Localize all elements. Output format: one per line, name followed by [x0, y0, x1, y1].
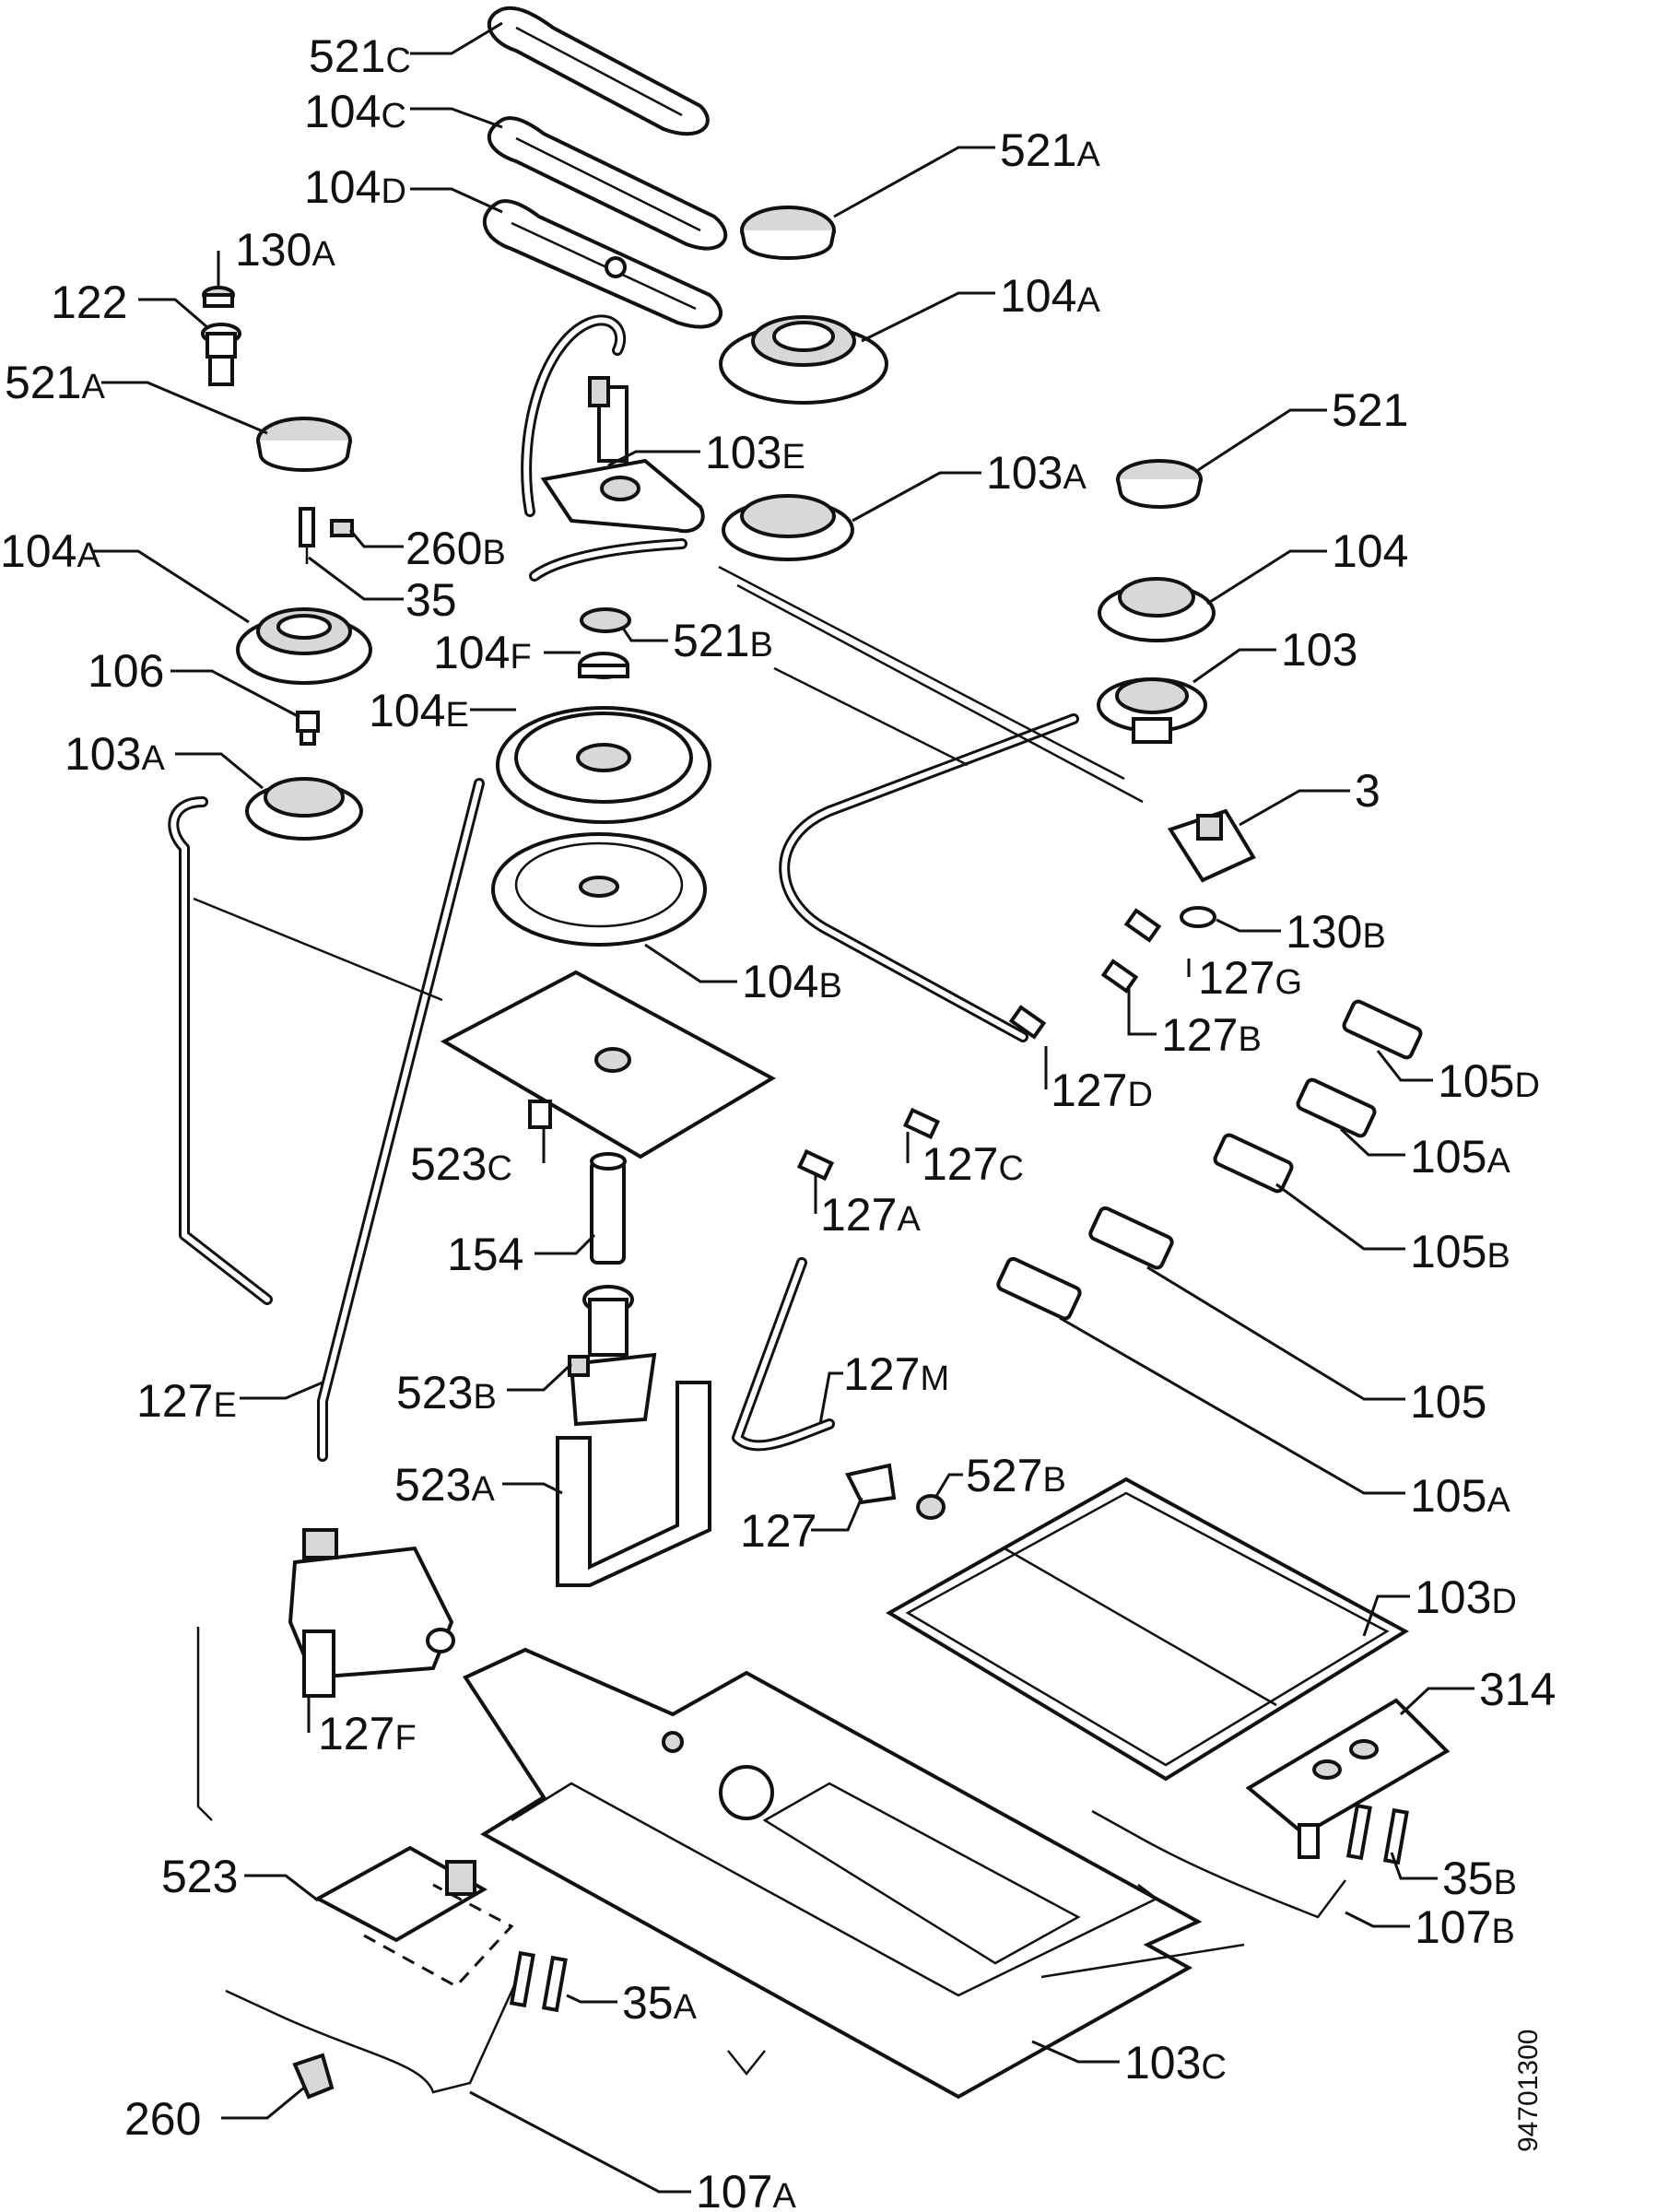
- label-523b: 523B: [396, 1367, 497, 1418]
- label-521a-left: 521A: [5, 357, 105, 408]
- label-127f: 127F: [318, 1708, 417, 1759]
- callout-labels: 521C 104C 104D 521A 104A 130A 122 521A 1…: [0, 30, 1556, 2212]
- burner-head-104: [1098, 577, 1216, 642]
- cap-521b-104f: [578, 607, 631, 679]
- label-104e: 104E: [369, 685, 469, 736]
- label-523c: 523C: [410, 1138, 512, 1190]
- label-127e: 127E: [136, 1375, 237, 1427]
- label-127b: 127B: [1161, 1009, 1262, 1061]
- gasket-104c: [487, 116, 728, 251]
- label-3: 3: [1355, 765, 1380, 817]
- wires-and-rails: [193, 565, 1346, 2094]
- label-104a-left: 104A: [0, 525, 100, 577]
- label-105: 105: [1410, 1376, 1486, 1428]
- label-314: 314: [1479, 1664, 1556, 1715]
- label-122: 122: [51, 276, 127, 328]
- cap-521a-top: [740, 206, 836, 260]
- cap-521a-left: [256, 417, 352, 472]
- elbow-127: [845, 1463, 946, 1520]
- parts-artwork: [168, 6, 1451, 2100]
- label-104: 104: [1332, 525, 1408, 577]
- label-103c: 103C: [1124, 2037, 1227, 2088]
- label-35: 35: [405, 574, 457, 626]
- label-521a-top: 521A: [1000, 124, 1100, 176]
- base-plate-103c: [463, 1647, 1203, 2100]
- label-127g: 127G: [1198, 952, 1302, 1004]
- label-130b: 130B: [1286, 906, 1386, 958]
- gas-tubes: [168, 538, 1079, 1462]
- label-103a-top: 103A: [986, 447, 1087, 499]
- burner-crown-104e: [496, 706, 711, 824]
- label-527b: 527B: [966, 1450, 1066, 1501]
- cap-521: [1116, 459, 1203, 509]
- label-130a: 130A: [235, 224, 335, 276]
- burner-head-104a-left: [236, 607, 372, 685]
- label-127d: 127D: [1051, 1065, 1153, 1116]
- label-521: 521: [1332, 384, 1408, 436]
- plate-523c: [440, 970, 777, 1159]
- label-127m: 127M: [843, 1348, 949, 1400]
- spark-plugs-35a: [509, 1950, 568, 2013]
- label-523a: 523A: [394, 1459, 495, 1511]
- label-105a-top: 105A: [1410, 1131, 1510, 1182]
- burner-base-103a-left: [245, 777, 363, 841]
- label-103e: 103E: [705, 427, 805, 478]
- injector-122: [201, 286, 241, 386]
- bracket-103e: [521, 314, 705, 534]
- label-35a: 35A: [622, 1977, 698, 2029]
- cover-521c: [487, 6, 710, 136]
- label-127c: 127C: [922, 1138, 1024, 1190]
- clip-523: [313, 1845, 488, 1943]
- connectors-127: [796, 908, 1162, 1182]
- label-127a: 127A: [820, 1189, 921, 1241]
- burner-base-103a-top: [722, 494, 854, 561]
- plate-104d: [482, 199, 723, 329]
- label-127: 127: [740, 1505, 817, 1557]
- label-105b: 105B: [1410, 1226, 1510, 1277]
- bracket-314: [1245, 1698, 1451, 1859]
- venturi-154: [590, 1152, 627, 1265]
- label-105d: 105D: [1438, 1055, 1540, 1107]
- label-103d: 103D: [1415, 1571, 1517, 1623]
- label-103a-left: 103A: [65, 728, 165, 780]
- bracket-523a: [556, 1381, 711, 1587]
- valve-127f: [288, 1528, 455, 1698]
- gas-valves-105: [996, 999, 1423, 1321]
- label-107a: 107A: [696, 2166, 796, 2212]
- label-106: 106: [88, 645, 164, 697]
- label-104a-top: 104A: [1000, 270, 1100, 322]
- ignition-35: [299, 507, 354, 564]
- label-521b: 521B: [673, 615, 773, 666]
- bracket-523b: [568, 1285, 657, 1427]
- valve-3: [1167, 808, 1256, 883]
- spark-plugs-35b: [1345, 1803, 1409, 1865]
- ring-130b: [1180, 906, 1216, 928]
- label-260b: 260B: [405, 523, 506, 574]
- label-35b: 35B: [1442, 1853, 1517, 1904]
- tray-103d: [886, 1477, 1409, 1782]
- label-523: 523: [161, 1851, 238, 1902]
- label-103: 103: [1281, 624, 1357, 676]
- label-107b: 107B: [1415, 1901, 1515, 1953]
- label-154: 154: [447, 1229, 523, 1280]
- label-104d: 104D: [304, 161, 406, 213]
- clip-260: [292, 2053, 335, 2100]
- burner-base-103: [1097, 677, 1207, 744]
- jet-106: [296, 711, 320, 746]
- label-104b: 104B: [742, 956, 842, 1007]
- leader-lines: [92, 21, 1474, 2194]
- drawing-number: 94701300: [1513, 2030, 1544, 2152]
- dashed-outline-523: [363, 1883, 514, 1988]
- label-104f: 104F: [433, 627, 532, 678]
- label-521c: 521C: [309, 30, 411, 82]
- label-105a-bottom: 105A: [1410, 1470, 1510, 1522]
- label-104c: 104C: [304, 86, 406, 137]
- burner-head-104a-top: [719, 315, 888, 405]
- burner-cup-104b: [491, 832, 707, 947]
- label-260: 260: [124, 2093, 201, 2145]
